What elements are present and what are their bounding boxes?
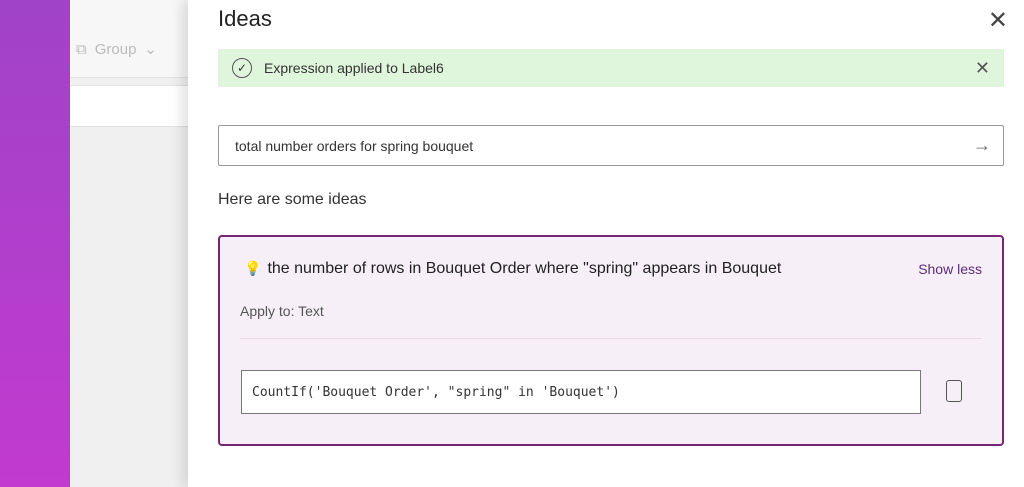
close-icon[interactable]: ✕ — [987, 7, 1008, 34]
ideas-panel: Ideas ✕ ✓ Expression applied to Label6 ✕… — [188, 0, 1024, 487]
dismiss-toast-icon[interactable]: ✕ — [974, 57, 990, 78]
chevron-down-icon: ⌄ — [144, 41, 157, 58]
group-button[interactable]: ⧉Group⌄ — [76, 40, 157, 59]
ideas-heading: Here are some ideas — [218, 191, 367, 208]
group-icon: ⧉ — [76, 40, 87, 58]
app-sidebar-background — [0, 0, 70, 487]
panel-title: Ideas — [218, 6, 272, 31]
show-less-link[interactable]: Show less — [918, 261, 982, 277]
idea-card[interactable]: 💡the number of rows in Bouquet Order whe… — [218, 235, 1004, 446]
divider — [240, 338, 982, 339]
success-toast: ✓ Expression applied to Label6 ✕ — [218, 49, 1004, 87]
copy-icon[interactable] — [946, 380, 962, 402]
editor-background: ⧉Group⌄ — [70, 0, 188, 487]
lightbulb-icon: 💡 — [244, 260, 262, 276]
arrow-right-icon[interactable]: → — [973, 135, 991, 155]
idea-search-input[interactable]: total number orders for spring bouquet → — [218, 125, 1004, 166]
apply-to-label: Apply to: Text — [240, 303, 324, 319]
formula-box[interactable]: CountIf('Bouquet Order', "spring" in 'Bo… — [241, 370, 921, 414]
check-circle-icon: ✓ — [232, 58, 252, 78]
